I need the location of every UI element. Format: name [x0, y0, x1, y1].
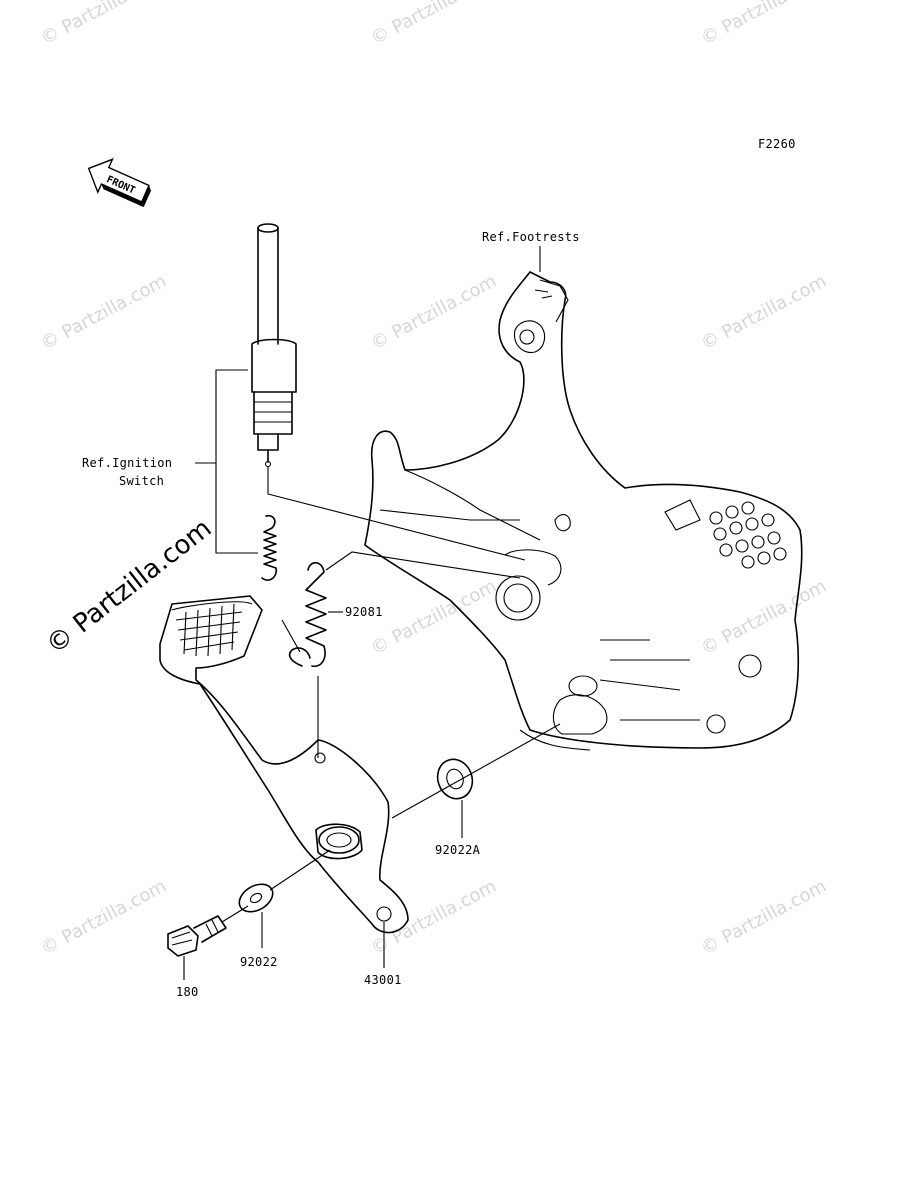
leader-switch-spring — [281, 619, 301, 653]
label-43001: 43001 — [364, 973, 402, 987]
label-92022A: 92022A — [435, 843, 481, 857]
switch-spring — [261, 514, 278, 581]
watermark: © Partzilla.com — [367, 271, 500, 355]
watermark: © Partzilla.com — [37, 271, 170, 355]
watermark: © Partzilla.com — [367, 0, 500, 49]
washer-92022A — [436, 758, 474, 800]
watermark: © Partzilla.com — [37, 876, 170, 960]
watermark: © Partzilla.com — [697, 0, 830, 49]
label-ref-ignition-line2: Switch — [119, 474, 164, 488]
footrest-bracket — [364, 271, 803, 751]
brake-pedal-43001 — [159, 595, 409, 934]
leader-bolt-axis — [221, 905, 249, 923]
watermark: © Partzilla.com — [697, 576, 830, 660]
label-180: 180 — [176, 985, 199, 999]
label-92022: 92022 — [240, 955, 278, 969]
watermark: © Partzilla.com — [37, 0, 170, 49]
watermark: © Partzilla.com — [697, 876, 830, 960]
leader-pivot-axis — [391, 723, 561, 819]
front-arrow-icon: FRONT — [87, 158, 152, 208]
return-spring-92081 — [288, 561, 327, 668]
label-ref-footrests: Ref.Footrests — [482, 230, 580, 244]
diagram-code: F2260 — [758, 137, 796, 151]
washer-92022 — [238, 883, 274, 913]
leader-switch-pivot — [267, 466, 526, 561]
bolt-180 — [167, 915, 227, 957]
leader-spring-bracket — [325, 551, 521, 579]
leader-washer-to-pedal — [269, 849, 331, 891]
label-92081: 92081 — [345, 605, 383, 619]
ignition-switch — [251, 223, 297, 468]
watermark: © Partzilla.com — [367, 576, 500, 660]
leader-ref-ignition — [195, 369, 258, 554]
watermark: © Partzilla.com — [367, 876, 500, 960]
label-ref-ignition-line1: Ref.Ignition — [82, 456, 172, 470]
watermark: © Partzilla.com — [697, 271, 830, 355]
